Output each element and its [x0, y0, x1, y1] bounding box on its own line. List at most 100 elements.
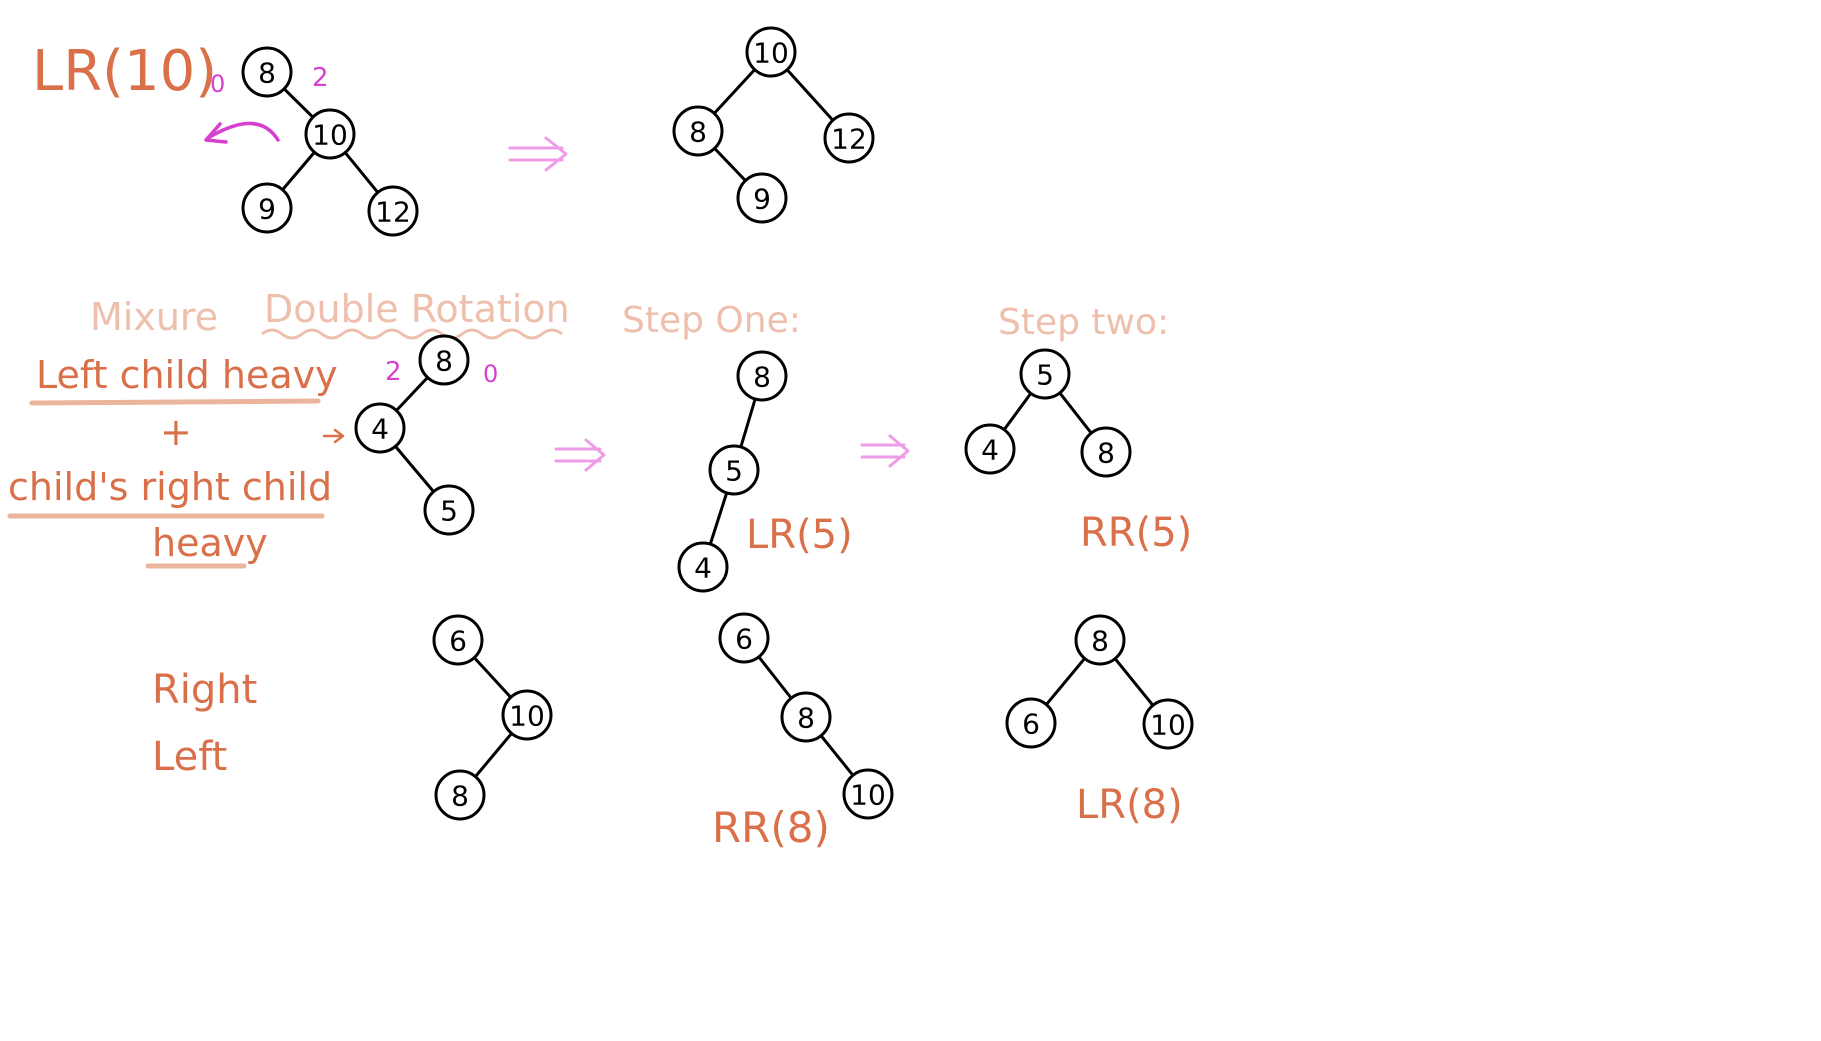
tree-node: 8 — [672, 105, 724, 157]
node-label: 10 — [850, 779, 886, 812]
label-right: Right — [152, 667, 257, 713]
underline-left-child-heavy — [29, 398, 321, 406]
node-label: 8 — [451, 780, 469, 813]
label-childs-right-child: child's right child — [8, 465, 332, 509]
node-label: 9 — [753, 183, 771, 216]
node-label: 10 — [312, 119, 348, 152]
node-label: 8 — [435, 345, 453, 378]
tree-node: 5 — [708, 444, 760, 496]
node-circle — [677, 541, 729, 593]
tree-mixed-before: 8 4 5 — [354, 334, 475, 536]
tree-edge — [819, 734, 855, 777]
node-label: 5 — [725, 455, 743, 488]
balance-factor-zero-mid: 0 — [483, 360, 498, 388]
node-label: 8 — [689, 116, 707, 149]
label-left-child-heavy: Left child heavy — [36, 353, 338, 397]
balance-factor-two: 2 — [312, 63, 329, 93]
implies-arrow-icon — [554, 438, 606, 472]
double-rotation-wavy-underline — [261, 328, 563, 340]
tree-node: 6 — [432, 614, 484, 666]
node-circle — [672, 105, 724, 157]
tree-edge — [1113, 657, 1155, 707]
node-circle — [354, 402, 406, 454]
node-circle — [842, 768, 894, 820]
tree-node: 8 — [434, 769, 486, 821]
node-label: 6 — [735, 623, 753, 656]
node-circle — [1074, 614, 1126, 666]
node-label: 8 — [258, 57, 276, 90]
node-label: 4 — [371, 413, 389, 446]
tree-edge — [1002, 391, 1033, 432]
tree-node: 12 — [367, 185, 419, 237]
node-circle — [745, 26, 797, 78]
node-circle — [708, 444, 760, 496]
node-label: 4 — [981, 434, 999, 467]
label-left: Left — [152, 734, 227, 780]
tree-node: 8 — [418, 334, 470, 386]
tree-edge — [712, 68, 757, 115]
rotation-curved-arrowhead — [204, 122, 228, 144]
tree-rl-before: 6 10 8 — [432, 614, 553, 821]
node-label: 6 — [1022, 708, 1040, 741]
tree-step-two: 5 4 8 — [964, 348, 1132, 478]
node-label: 12 — [831, 123, 867, 156]
node-label: 4 — [694, 552, 712, 585]
label-step-two: Step two: — [998, 302, 1169, 343]
node-circle — [418, 334, 470, 386]
node-circle — [1005, 697, 1057, 749]
tree-edge — [785, 68, 835, 122]
tree-node: 5 — [1019, 348, 1071, 400]
tree-edge — [713, 146, 747, 183]
label-double-rotation: Double Rotation — [264, 287, 570, 331]
node-circle — [1080, 426, 1132, 478]
label-step-one: Step One: — [622, 300, 801, 341]
label-rr8: RR(8) — [712, 803, 830, 852]
label-rr5: RR(5) — [1080, 510, 1192, 556]
small-arrow-icon — [322, 428, 345, 444]
node-label: 12 — [375, 196, 411, 229]
tree-node: 8 — [1080, 426, 1132, 478]
rotation-curved-arrow-icon — [206, 121, 280, 142]
tree-node: 4 — [677, 541, 729, 593]
node-circle — [367, 185, 419, 237]
tree-node: 10 — [842, 768, 894, 820]
label-plus: + — [160, 410, 192, 454]
tree-node: 9 — [736, 172, 788, 224]
tree-node: 8 — [1074, 614, 1126, 666]
tree-edge — [473, 731, 514, 779]
tree-node: 4 — [964, 423, 1016, 475]
tree-lr10-after: 10 8 12 9 — [672, 26, 875, 224]
node-circle — [241, 46, 293, 98]
node-circle — [501, 689, 553, 741]
node-circle — [736, 172, 788, 224]
node-circle — [304, 108, 356, 160]
node-circle — [434, 769, 486, 821]
node-label: 5 — [440, 495, 458, 528]
tree-node: 4 — [354, 402, 406, 454]
tree-edge — [282, 87, 315, 119]
tree-node: 12 — [823, 112, 875, 164]
node-label: 10 — [753, 37, 789, 70]
balance-factor-two-mid: 2 — [385, 357, 402, 387]
tree-node: 6 — [718, 612, 770, 664]
tree-node: 5 — [423, 484, 475, 536]
node-circle — [780, 691, 832, 743]
node-circle — [241, 182, 293, 234]
node-label: 8 — [1097, 437, 1115, 470]
node-circle — [823, 112, 875, 164]
node-label: 5 — [1036, 359, 1054, 392]
node-circle — [964, 423, 1016, 475]
label-lr8: LR(8) — [1076, 782, 1183, 828]
node-circle — [736, 350, 788, 402]
tree-lr10-before: 8 10 9 12 — [241, 46, 419, 237]
node-circle — [718, 612, 770, 664]
tree-node: 10 — [745, 26, 797, 78]
tree-node: 9 — [241, 182, 293, 234]
tree-edge — [1058, 391, 1093, 435]
tree-edge — [1044, 656, 1087, 707]
tree-node: 10 — [501, 689, 553, 741]
node-circle — [432, 614, 484, 666]
